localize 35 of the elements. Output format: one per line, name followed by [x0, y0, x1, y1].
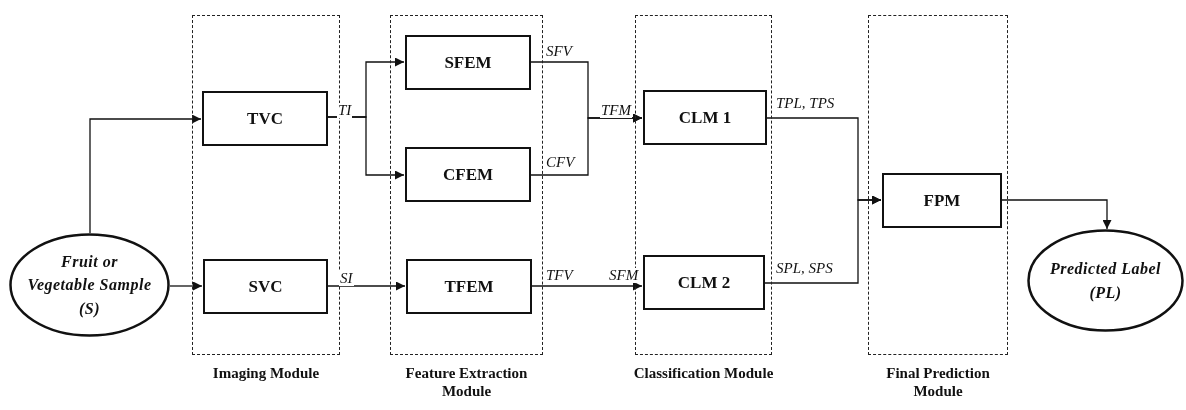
box-label: SFEM	[444, 52, 492, 73]
process-box	[406, 259, 532, 314]
edge-label: SFV	[545, 44, 573, 59]
process-box	[405, 35, 531, 90]
box-label: TFEM	[444, 276, 494, 297]
module-heading: Imaging Module	[211, 364, 321, 382]
edge-label: TPL, TPS	[775, 96, 836, 111]
box-label: CLM 1	[678, 107, 732, 128]
edge-label: TI	[337, 103, 353, 118]
signal-label: TFM	[600, 103, 632, 118]
edge-label: SPL, SPS	[775, 261, 834, 276]
signal-label: SFM	[608, 268, 640, 283]
box-label: TVC	[247, 108, 283, 129]
module-heading: Final Prediction Module	[885, 364, 991, 400]
edge-label: CFV	[545, 155, 576, 170]
box-label: SVC	[248, 276, 283, 297]
node-label: Predicted Label (PL)	[1049, 259, 1162, 304]
process-box	[202, 91, 328, 146]
arrow	[169, 281, 203, 291]
ellipse-node	[1027, 229, 1184, 332]
process-box	[882, 173, 1002, 228]
box-label: CLM 2	[677, 272, 731, 293]
edge-label: TFV	[545, 268, 574, 283]
ellipse-node	[9, 233, 170, 337]
module-heading: Classification Module	[632, 364, 775, 382]
process-box	[203, 259, 328, 314]
edge-label: SI	[339, 271, 354, 286]
process-box	[643, 255, 765, 310]
box-label: CFEM	[442, 164, 493, 185]
module-heading: Feature Extraction Module	[404, 364, 529, 400]
arrow	[89, 114, 202, 234]
process-box	[405, 147, 531, 202]
box-label: FPM	[923, 190, 961, 211]
process-box	[643, 90, 767, 145]
node-label: Fruit or Vegetable Sample (S)	[26, 252, 153, 320]
